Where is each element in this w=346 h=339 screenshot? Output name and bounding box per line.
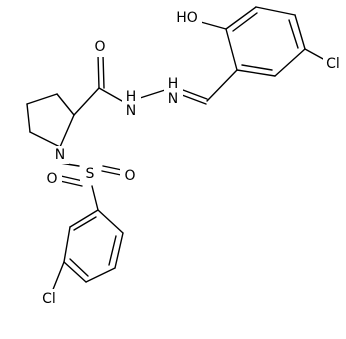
atom-labels: HO Cl O H N H N N S O O Cl [38,8,345,309]
bond-lower-ring-4 [85,267,116,283]
bond-lower-ring-2 [63,226,71,263]
bond-lower-ring-3b [69,258,89,277]
bond-upper-ring-2 [225,6,257,30]
atom-label-ho: HO [176,10,198,26]
atom-label-cl-top: Cl [326,56,340,72]
bond-lower-ring-1 [69,209,99,228]
bond-ring-cl-bottom [51,261,65,293]
bond-s-o-right-2 [101,170,122,176]
bond-carbonyl-o-2 [102,54,105,89]
bond-carbonyl-nh [98,87,123,102]
bond-carbonyl-o-1 [97,54,100,89]
bond-s-ring [91,185,99,211]
bond-upper-ring-5 [274,48,306,77]
atom-label-s: S [86,166,95,182]
bond-nh-n [139,89,166,99]
bond-ring-c4-c5 [26,103,31,133]
bonds [26,6,326,293]
bond-upper-ring-2b [232,12,258,32]
bond-c2-carbonyl [73,87,100,116]
bond-lower-ring-5 [114,232,124,269]
bond-n-ch-2 [181,94,207,105]
bond-upper-ring-4b [288,19,299,49]
atom-label-o-carbonyl: O [94,39,105,55]
bond-lower-ring-5b [108,235,117,266]
bond-lower-ring-3 [63,261,87,283]
atom-label-o-s-left: O [46,171,57,187]
bond-ring-c5-n [29,131,61,148]
bond-upper-ring-6 [236,69,276,77]
bond-ring-c2-c3 [56,93,75,116]
atom-label-n-left: N [126,103,136,119]
bond-s-o-left-1 [60,175,84,182]
bond-s-o-left-2 [59,180,83,187]
bond-upper-ring-6b [241,64,273,71]
bond-ring-n-c2 [59,114,75,148]
bond-upper-ring-3 [255,6,296,16]
atom-label-o-s-right: O [124,168,135,184]
bond-n-ch-1 [182,89,208,100]
bond-upper-ring-4 [294,14,306,50]
bond-ch-ring [206,69,238,102]
atom-label-nh-right: H [168,76,179,92]
bond-ring-c3-c4 [26,93,58,105]
bond-upper-ring-1 [225,28,238,71]
atom-label-n-ring: N [55,147,65,163]
atom-label-nh-left: H [126,89,137,105]
bond-lower-ring-6 [97,209,124,234]
atom-label-n-right: N [168,91,178,107]
bond-ring-cl-top [304,48,326,61]
atom-label-cl-bottom: Cl [42,291,56,307]
bond-lower-ring-1b [73,216,97,231]
bond-s-o-right-1 [102,165,123,171]
